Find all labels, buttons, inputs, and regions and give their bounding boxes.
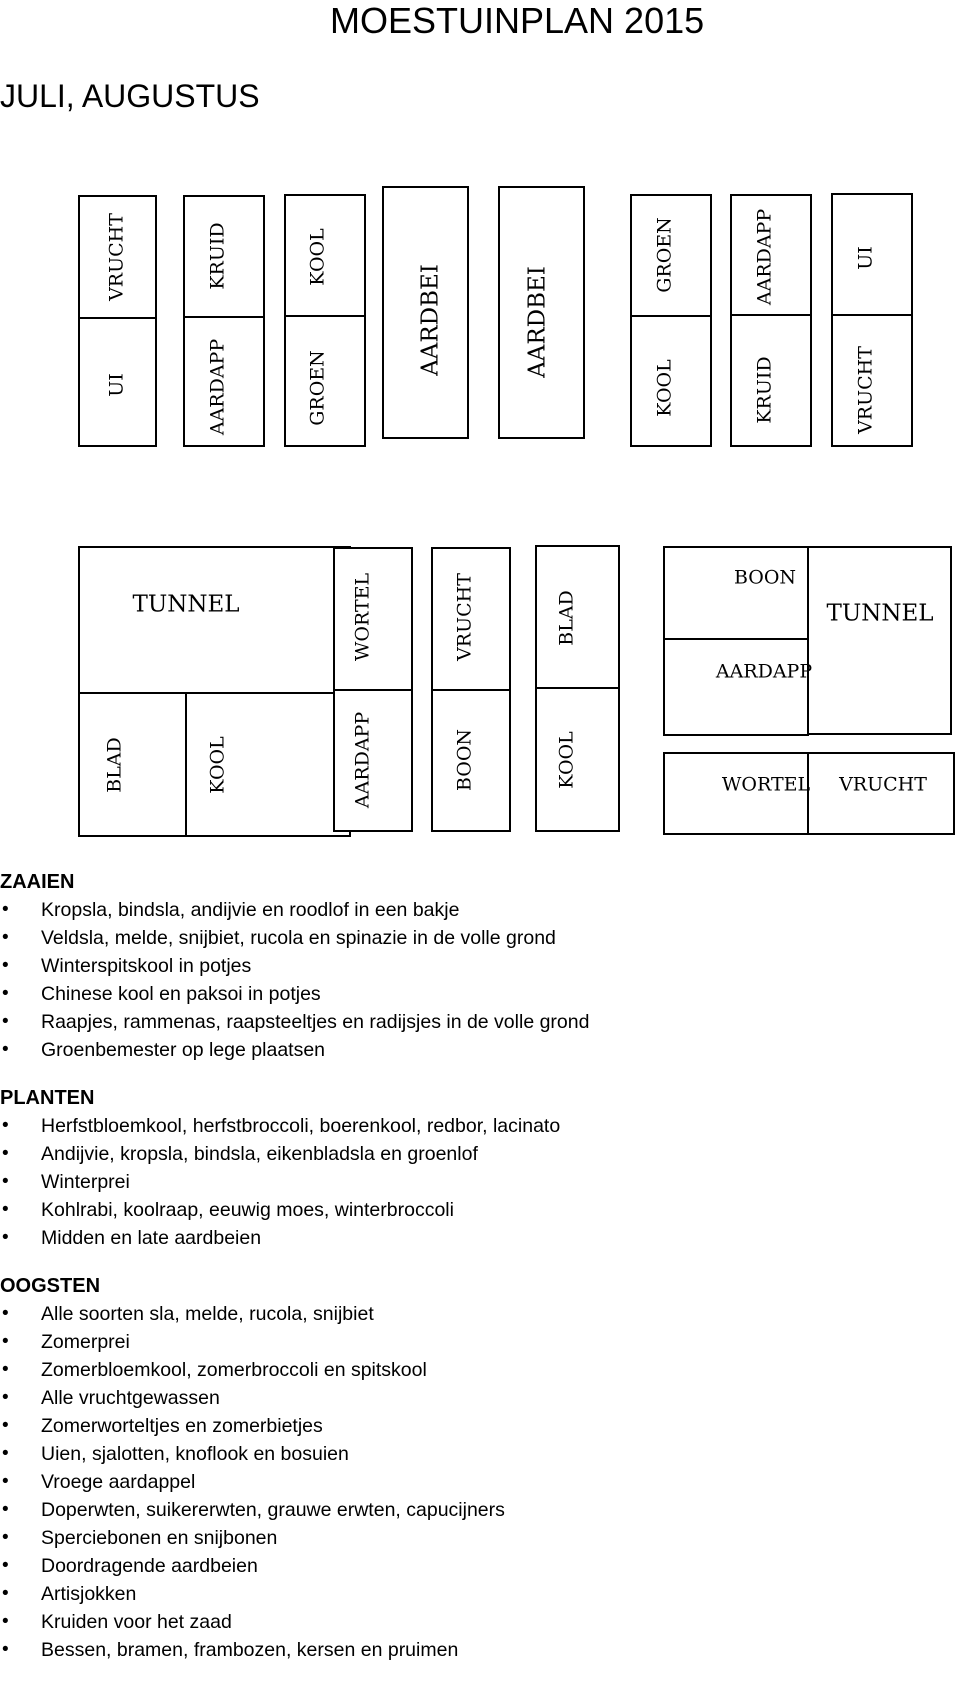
list-item: Herfstbloemkool, herfstbroccoli, boerenk… [0,1112,960,1140]
item-list: Alle soorten sla, melde, rucola, snijbie… [0,1300,960,1664]
item-list: Herfstbloemkool, herfstbroccoli, boerenk… [0,1112,960,1252]
page-title: MOESTUINPLAN 2015 [330,0,705,41]
garden-plan: VRUCHT UI KRUID AARDAPP KOOL GROEN AARDB… [78,186,955,837]
list-item: Doordragende aardbeien [0,1552,960,1580]
left-tunnel [78,546,351,694]
bed-middle-3-divider [535,687,620,689]
bed-1-top-label: VRUCHT [105,213,128,301]
list-item: Kropsla, bindsla, andijvie en roodlof in… [0,896,960,924]
section-title: OOGSTEN [0,1275,101,1297]
item-list: Kropsla, bindsla, andijvie en roodlof in… [0,896,960,1064]
bed-1-divider [78,317,157,319]
list-item: Alle soorten sla, melde, rucola, snijbie… [0,1300,960,1328]
list-item: Raapjes, rammenas, raapsteeltjes en radi… [0,1008,960,1036]
list-item: Winterprei [0,1168,960,1196]
section-zaaien: ZAAIEN Kropsla, bindsla, andijvie en roo… [0,868,960,1064]
list-item: Vroege aardappel [0,1468,960,1496]
left-tunnel-label: TUNNEL [132,591,240,618]
section-title: PLANTEN [0,1087,95,1109]
bed-3-divider [284,315,366,317]
bed-blad-left [78,692,187,837]
bed-4-label: AARDBEI [417,264,444,376]
period-heading: JULI, AUGUSTUS [0,78,260,114]
bed-middle-2-bottom-label: BOON [453,728,476,792]
bed-1-bottom-label: UI [105,373,128,397]
bed-8-divider [831,314,913,316]
bed-boon-label: BOON [733,566,797,589]
bed-7 [730,194,812,447]
bed-7-divider [730,314,812,316]
list-item: Bessen, bramen, frambozen, kersen en pru… [0,1636,960,1664]
bed-middle-1-divider [333,689,413,691]
list-item: Alle vruchtgewassen [0,1384,960,1412]
right-tunnel-label: TUNNEL [826,600,934,627]
list-item: Kruiden voor het zaad [0,1608,960,1636]
bed-7-bottom-label: KRUID [753,356,776,424]
bed-wortel-right [663,752,809,835]
bed-6-top-label: GROEN [653,217,676,293]
list-item: Kohlrabi, koolraap, eeuwig moes, winterb… [0,1196,960,1224]
list-item: Zomerprei [0,1328,960,1356]
bed-3 [284,194,366,447]
bed-2-bottom-label: AARDAPP [206,338,229,436]
bed-6 [630,194,712,447]
list-item: Uien, sjalotten, knoflook en bosuien [0,1440,960,1468]
list-item: Midden en late aardbeien [0,1224,960,1252]
right-tunnel [807,546,952,735]
bed-vrucht-right-label: VRUCHT [839,773,927,796]
bed-wortel-right-label: WORTEL [721,773,811,796]
section-planten: PLANTEN Herfstbloemkool, herfstbroccoli,… [0,1084,960,1252]
bed-aardapp-label: AARDAPP [715,660,813,683]
bed-8-bottom-label: VRUCHT [854,346,877,434]
list-item: Zomerbloemkool, zomerbroccoli en spitsko… [0,1356,960,1384]
bed-8 [831,193,913,447]
bed-8-top-label: UI [854,246,877,270]
list-item: Andijvie, kropsla, bindsla, eikenbladsla… [0,1140,960,1168]
list-item: Zomerworteltjes en zomerbietjes [0,1412,960,1440]
list-item: Sperciebonen en snijbonen [0,1524,960,1552]
bed-blad-left-label: BLAD [103,737,126,793]
bed-kool-left [185,692,351,837]
bed-kool-left-label: KOOL [206,736,229,794]
task-sections: ZAAIEN Kropsla, bindsla, andijvie en roo… [0,868,960,1684]
bed-5-aardbei [498,186,585,439]
section-title: ZAAIEN [0,871,75,893]
bed-4-aardbei [382,186,469,439]
list-item: Chinese kool en paksoi in potjes [0,980,960,1008]
bed-2 [183,195,265,447]
list-item: Groenbemester op lege plaatsen [0,1036,960,1064]
bed-6-bottom-label: KOOL [653,359,676,417]
bed-boon-divider [663,638,809,640]
list-item: Artisjokken [0,1580,960,1608]
bed-6-divider [630,315,712,317]
list-item: Winterspitskool in potjes [0,952,960,980]
bed-middle-1-bottom-label: AARDAPP [351,711,374,809]
bed-2-divider [183,316,265,318]
bed-1 [78,195,157,447]
bed-middle-3-bottom-label: KOOL [555,731,578,789]
bed-boon-aardapp [663,546,809,736]
bed-3-bottom-label: GROEN [306,350,329,426]
list-item: Doperwten, suikererwten, grauwe erwten, … [0,1496,960,1524]
bed-2-top-label: KRUID [206,222,229,290]
bed-middle-2-top-label: VRUCHT [453,573,476,661]
bed-5-label: AARDBEI [524,266,551,378]
bed-3-top-label: KOOL [306,228,329,286]
bed-middle-3-top-label: BLAD [555,590,578,646]
bed-vrucht-right [807,752,955,835]
bed-middle-2-divider [431,689,511,691]
section-oogsten: OOGSTEN Alle soorten sla, melde, rucola,… [0,1272,960,1664]
bed-middle-1-top-label: WORTEL [351,572,374,662]
bed-7-top-label: AARDAPP [753,208,776,306]
list-item: Veldsla, melde, snijbiet, rucola en spin… [0,924,960,952]
